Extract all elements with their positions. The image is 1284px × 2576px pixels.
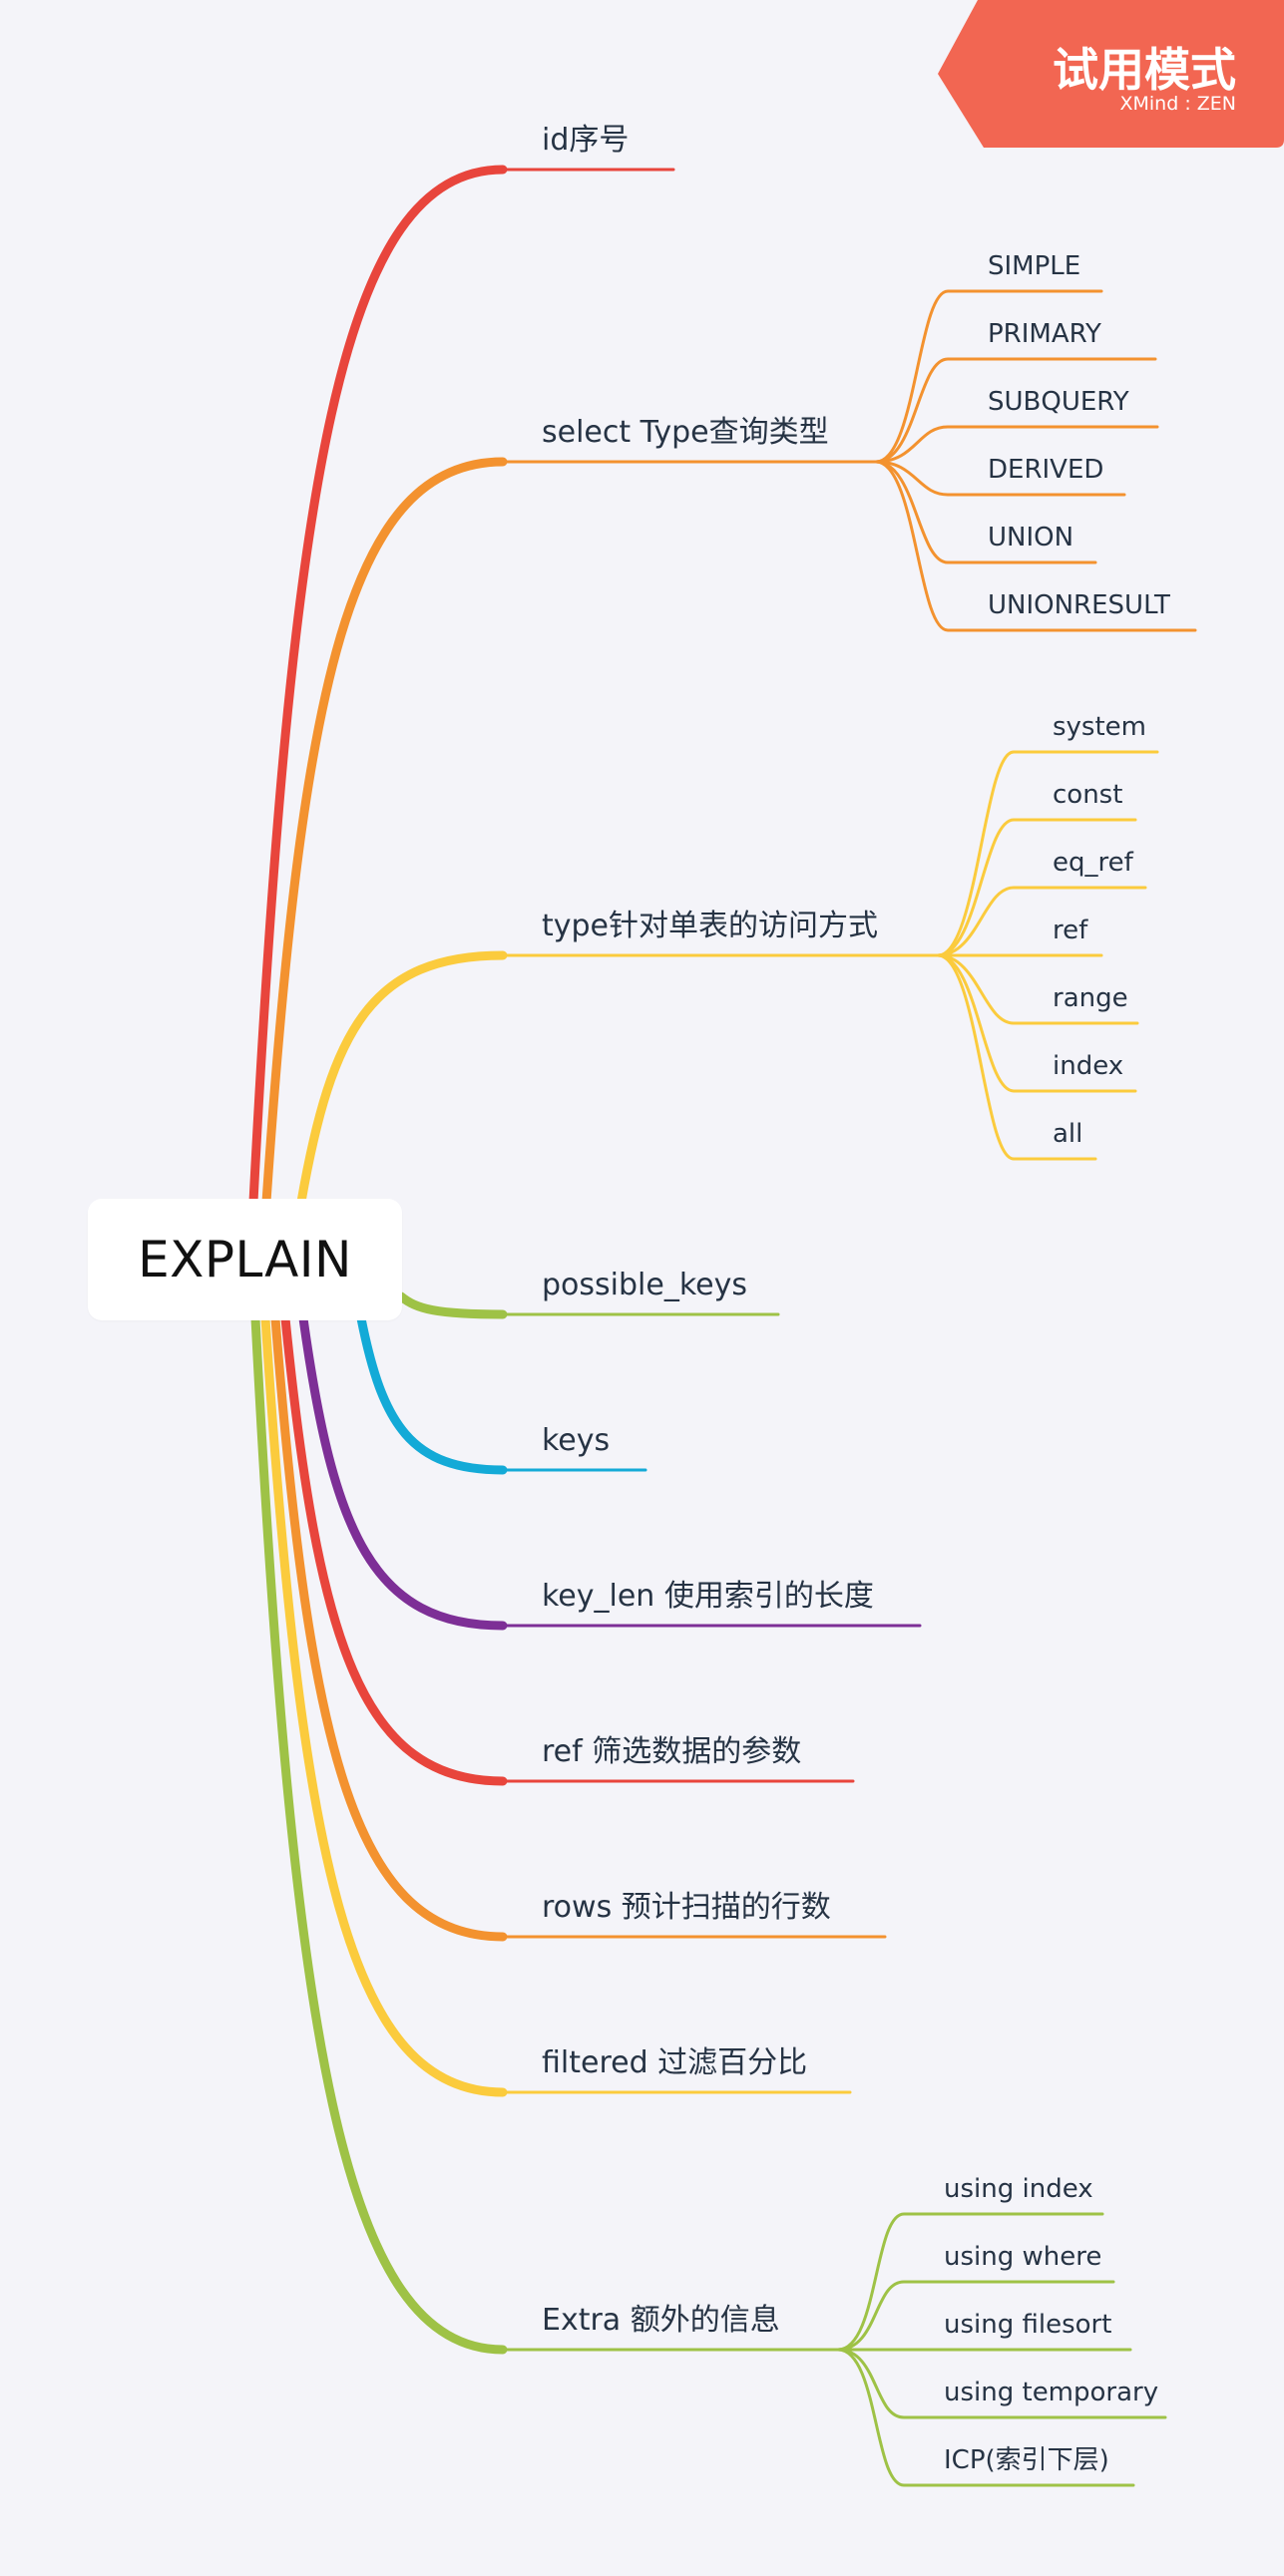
subtopic-label[interactable]: all xyxy=(1053,1119,1083,1149)
branch-curve xyxy=(356,1313,508,1475)
root-topic-label: EXPLAIN xyxy=(138,1231,352,1288)
subtopic-label[interactable]: using temporary xyxy=(944,2378,1159,2407)
subtopic-connector xyxy=(836,2348,1135,2487)
subtopic-connector xyxy=(874,460,1197,632)
subtopic-connector xyxy=(836,2212,1104,2352)
topic-label[interactable]: rows 预计扫描的行数 xyxy=(542,1890,831,1925)
branch-curve xyxy=(260,1313,508,2097)
branch-curve xyxy=(250,1313,508,2355)
subtopic-connector xyxy=(936,886,1147,957)
branch-curve xyxy=(270,1313,508,1942)
topic-label[interactable]: Extra 额外的信息 xyxy=(542,2303,780,2338)
subtopic-connector xyxy=(936,953,1137,1093)
subtopic-connector xyxy=(874,425,1159,464)
subtopic-connector xyxy=(936,953,1097,1161)
subtopic-label[interactable]: system xyxy=(1053,712,1146,742)
subtopic-label[interactable]: eq_ref xyxy=(1053,848,1133,878)
subtopic-label[interactable]: SUBQUERY xyxy=(988,387,1129,417)
subtopic-label[interactable]: const xyxy=(1053,780,1123,810)
brand-logo-text: XMind : ZEN xyxy=(1119,93,1236,115)
subtopic-label[interactable]: using index xyxy=(944,2174,1093,2204)
subtopic-connector xyxy=(836,2280,1115,2352)
topic-label[interactable]: select Type查询类型 xyxy=(542,415,829,450)
trial-mode-badge: 试用模式 XMind : ZEN xyxy=(938,0,1284,148)
branch-curve xyxy=(298,1313,508,1631)
branch-curve xyxy=(248,165,508,1207)
subtopic-label[interactable]: ref xyxy=(1053,916,1088,945)
subtopic-connector xyxy=(874,289,1103,464)
subtopic-connector xyxy=(874,357,1157,464)
subtopic-label[interactable]: using filesort xyxy=(944,2310,1112,2340)
subtopic-label[interactable]: index xyxy=(1053,1051,1124,1081)
topic-label[interactable]: possible_keys xyxy=(542,1268,747,1302)
topic-label[interactable]: type针对单表的访问方式 xyxy=(542,909,879,943)
branch-curve xyxy=(280,1313,508,1786)
subtopic-connector xyxy=(936,953,1139,1025)
subtopic-label[interactable]: SIMPLE xyxy=(988,251,1081,281)
subtopic-label[interactable]: PRIMARY xyxy=(988,319,1101,349)
subtopic-label[interactable]: using where xyxy=(944,2242,1102,2272)
subtopic-label[interactable]: range xyxy=(1053,983,1128,1013)
subtopic-connector xyxy=(936,818,1137,957)
subtopic-label[interactable]: UNION xyxy=(988,523,1074,552)
subtopic-label[interactable]: ICP(索引下层) xyxy=(944,2445,1109,2475)
subtopic-connector xyxy=(874,460,1126,497)
branch-curve xyxy=(396,1291,508,1319)
subtopic-connector xyxy=(936,750,1159,957)
topic-label[interactable]: keys xyxy=(542,1423,611,1458)
topic-label[interactable]: id序号 xyxy=(542,123,630,158)
root-topic[interactable]: EXPLAIN xyxy=(88,1199,402,1320)
subtopic-label[interactable]: DERIVED xyxy=(988,455,1104,485)
topic-label[interactable]: filtered 过滤百分比 xyxy=(542,2045,808,2080)
subtopic-connector xyxy=(836,2348,1167,2419)
topic-label[interactable]: ref 筛选数据的参数 xyxy=(542,1734,802,1769)
branch-curve xyxy=(296,950,508,1207)
topic-label[interactable]: key_len 使用索引的长度 xyxy=(542,1579,874,1614)
badge-shape xyxy=(938,0,1284,148)
trial-mode-title: 试用模式 xyxy=(1053,43,1236,97)
branch-curve xyxy=(261,457,508,1207)
subtopic-connector xyxy=(874,460,1097,564)
subtopic-label[interactable]: UNIONRESULT xyxy=(988,590,1170,620)
